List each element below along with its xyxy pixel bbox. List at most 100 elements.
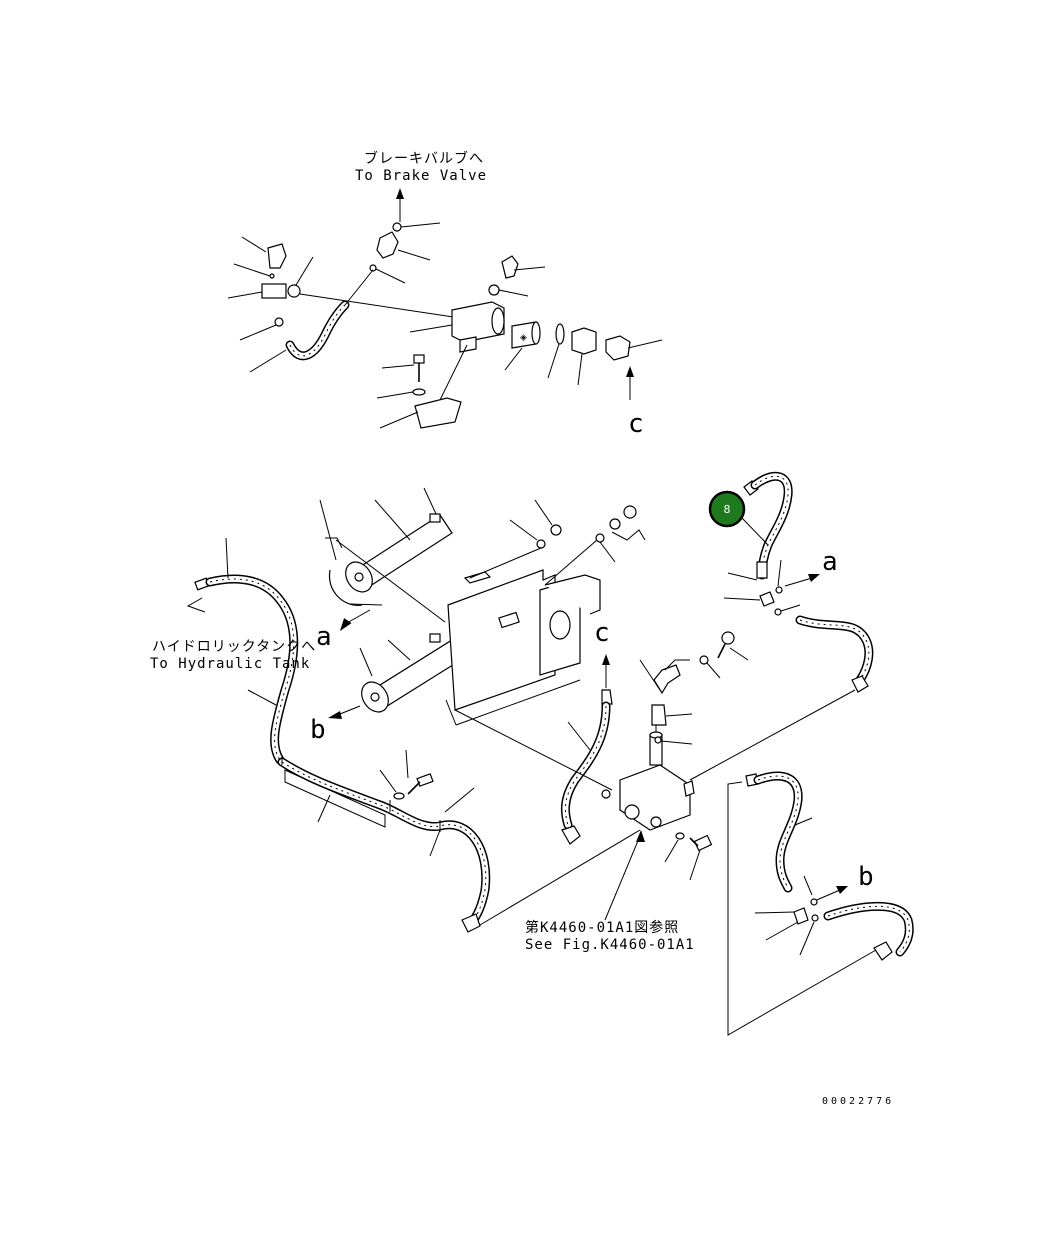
plate-edge-line [445,699,457,726]
hose-end-fitting-part[interactable] [756,561,768,579]
see-fig-jp-label: 第K4460-01A1図参照 [525,919,679,936]
band-clamp-part[interactable] [328,569,363,606]
valve-hose-braid [564,705,607,826]
right-hose-inner [797,617,872,683]
connector-part[interactable] [759,591,775,607]
pipe-line [299,293,461,319]
nut-part[interactable] [623,505,637,519]
connector-part[interactable] [793,907,809,925]
leader-line [317,794,331,823]
plate-hole [549,610,571,640]
straight-fitting-part[interactable] [651,704,667,726]
bolt-shank [689,837,699,847]
washer-part[interactable] [536,539,546,549]
bracket-tab-part[interactable] [463,571,492,584]
leader-line [627,339,663,349]
plate-bend-part[interactable] [544,574,601,615]
o-ring-part[interactable] [555,323,565,345]
leader-line [780,604,801,612]
valve-port-fitting[interactable] [683,780,695,797]
mounting-bracket-part[interactable] [414,397,462,429]
connection-letter-c-mid: c [594,618,610,648]
bolt-head-part[interactable] [693,834,713,852]
leader-line [379,769,397,793]
accumulator-upper-port [354,572,364,582]
valve-port-part[interactable] [601,789,611,799]
o-ring-part[interactable] [287,284,301,298]
elbow-fitting-part[interactable] [267,243,287,269]
nut-part[interactable] [609,518,621,530]
leader-line [723,597,761,601]
connection-letter-c: c [628,409,644,439]
clamp-bracket-part[interactable] [284,769,386,828]
leader-line [381,364,415,369]
leader-line [233,263,271,277]
leader-line [400,222,441,228]
valve-port-part[interactable] [650,816,662,828]
o-ring-part[interactable] [775,586,783,594]
leader-line [241,236,267,253]
leader-line [429,829,441,857]
bolt-head-part[interactable] [413,354,425,364]
hose-group-bracket [727,781,877,1036]
leader-line [375,268,406,284]
adapter-part[interactable] [571,327,597,355]
valve-port-part[interactable] [624,804,640,820]
washer-part[interactable] [699,655,709,665]
o-ring-part[interactable] [810,898,818,906]
filter-housing-part[interactable] [451,301,505,343]
accumulator-lower-port [370,692,380,702]
accumulator-link-line [335,539,446,623]
leader-line [227,291,263,299]
leader-line [799,921,815,956]
accumulator-assembly: a b [310,487,465,745]
b-hose-braid [827,905,910,953]
valve-to-tank-line [479,829,641,926]
washer-part[interactable] [412,388,426,396]
washer-part[interactable] [675,832,685,840]
o-ring-part[interactable] [269,273,275,279]
valve-to-hose-line [689,689,856,781]
valve-cap-part[interactable] [429,513,441,523]
leader-line [765,921,799,941]
o-ring-part[interactable] [488,284,500,296]
hose-end-fitting-part[interactable] [851,675,869,693]
o-ring-part[interactable] [392,222,402,232]
filter-bracket-part[interactable] [459,336,477,353]
top-filter-assembly: ブレーキバルブへ To Brake Valve [227,150,663,439]
callout-marker[interactable] [708,490,746,528]
washer-part[interactable] [550,524,562,536]
washer-part[interactable] [393,792,405,800]
hose-end-fitting-part[interactable] [461,913,481,933]
leader-line [409,324,453,333]
leader-line [379,411,419,429]
hose-end-fitting-part[interactable] [601,689,613,705]
o-ring-part[interactable] [774,608,782,616]
washer-part[interactable] [595,533,605,543]
mounting-plate-assembly [335,499,646,726]
elbow-fitting-part[interactable] [605,335,631,361]
lower-hose-part[interactable] [277,757,491,930]
elbow-fitting-part[interactable] [873,941,893,961]
ball-part[interactable] [274,317,284,327]
o-ring-part[interactable] [654,736,662,744]
hose-end-fitting-part[interactable] [561,825,581,845]
plate-label-part [498,611,520,629]
bolt-head-part[interactable] [721,631,735,645]
bolt-head-part[interactable] [416,773,434,787]
clamp-link-line [349,603,383,606]
connector-part[interactable] [261,283,287,299]
o-ring-part[interactable] [811,914,819,922]
elbow-fitting-part[interactable] [653,664,681,695]
callout-hose-part[interactable] [750,471,793,580]
valve-cap-part[interactable] [429,633,441,643]
leader-line [405,749,409,779]
mounting-plate-part[interactable] [447,569,556,711]
elbow-fitting-part[interactable] [376,231,399,259]
leader-line [727,572,758,581]
elbow-fitting-part[interactable] [501,255,519,279]
callout-hose-assembly: 8 a [708,471,874,693]
leader-line [689,849,701,881]
o-ring-part[interactable] [369,264,377,272]
valve-block-assembly: c 第K4460-01A1図参照 See Fig.K4460-01A1 [454,618,856,953]
